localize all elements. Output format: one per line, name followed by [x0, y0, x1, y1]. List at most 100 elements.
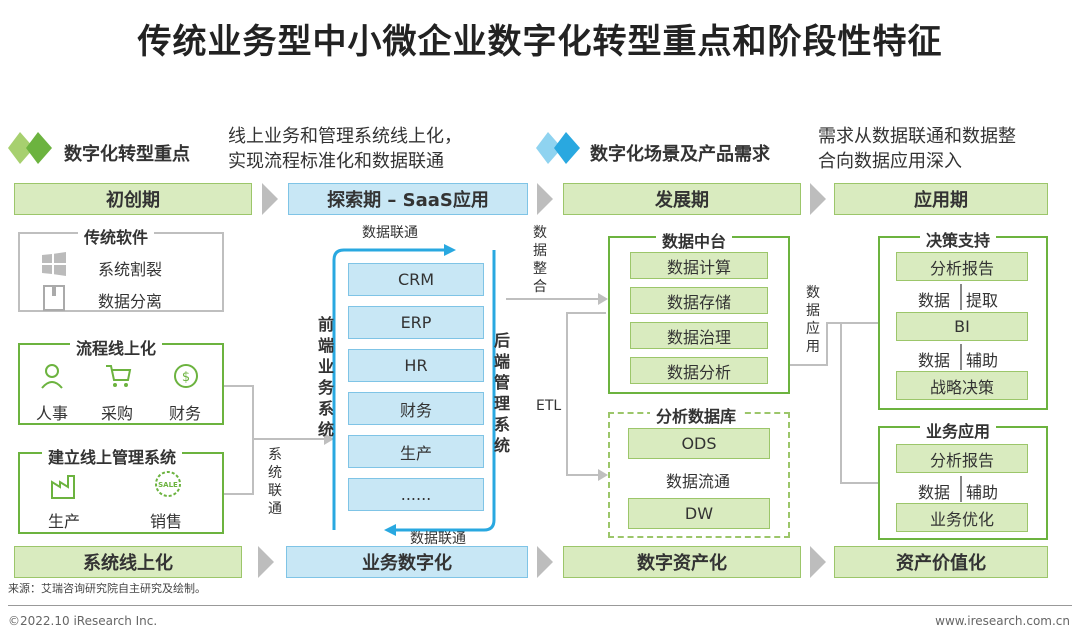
- bottom-stage: 数字资产化: [563, 546, 801, 578]
- page-title: 传统业务型中小微企业数字化转型重点和阶段性特征: [137, 22, 943, 62]
- connector-line: [826, 322, 828, 366]
- mgmt-item: 生产: [48, 512, 81, 531]
- data-link-label: 数据联通: [410, 531, 466, 547]
- system-item-finance: 财务: [348, 392, 484, 425]
- arrowhead-icon: [598, 293, 608, 305]
- bottom-stage: 资产价值化: [834, 546, 1048, 578]
- decision-step: 辅助: [966, 351, 999, 370]
- business-step: 辅助: [966, 483, 999, 502]
- platform-item: 数据分析: [630, 357, 768, 384]
- connector-line: [252, 385, 254, 495]
- decision-item: 分析报告: [896, 252, 1028, 281]
- connector-line: [840, 322, 878, 324]
- connector-line: [506, 298, 600, 300]
- system-link-label: 系 统 联 通: [268, 447, 282, 517]
- down-arrow-icon: [960, 284, 962, 310]
- bottom-stage: 系统线上化: [14, 546, 242, 578]
- decision-title: 决策支持: [920, 227, 997, 251]
- factory-icon: [51, 475, 75, 499]
- business-item: 业务优化: [896, 503, 1028, 532]
- footer-copyright: ©2022.10 iResearch Inc.: [8, 614, 158, 628]
- focus-header: 数字化转型重点: [64, 144, 190, 165]
- business-title: 业务应用: [920, 418, 997, 442]
- system-item-erp: ERP: [348, 306, 484, 339]
- decision-step: 数据: [918, 291, 951, 310]
- down-arrow-icon: [960, 476, 962, 502]
- decision-step: 提取: [966, 291, 999, 310]
- data-apply-label: 数 据 应 用: [806, 285, 820, 355]
- warehouse-item-ods: ODS: [628, 428, 770, 459]
- system-item-production: 生产: [348, 435, 484, 468]
- etl-label: ETL: [536, 398, 562, 414]
- data-integrate-label: 数 据 整 合: [533, 225, 547, 295]
- platform-item: 数据治理: [630, 322, 768, 349]
- arrow-right-icon: [537, 183, 553, 215]
- scenario-note: 需求从数据联通和数据整 合向数据应用深入: [818, 126, 1016, 172]
- mgmt-item: 销售: [150, 512, 183, 531]
- svg-text:$: $: [182, 370, 190, 385]
- connector-line: [566, 312, 568, 476]
- connector-line: [224, 385, 254, 387]
- process-item: 人事: [36, 404, 69, 423]
- arrow-right-icon: [258, 546, 274, 578]
- process-item: 财务: [169, 404, 202, 423]
- cart-icon: [106, 365, 132, 387]
- source-note: 来源：艾瑞咨询研究院自主研究及绘制。: [8, 582, 206, 595]
- process-title: 流程线上化: [70, 335, 163, 359]
- stage-apply: 应用期: [834, 183, 1048, 215]
- dollar-icon: $: [174, 364, 198, 388]
- back-system-label: 后 端 管 理 系 统: [494, 331, 511, 455]
- process-item: 采购: [101, 404, 134, 423]
- system-item-more: ......: [348, 478, 484, 511]
- cycle-arrows: [332, 244, 496, 536]
- connector-line: [840, 322, 842, 484]
- traditional-item: 系统割裂: [98, 260, 163, 279]
- connector-line: [254, 438, 326, 440]
- platform-item: 数据存储: [630, 287, 768, 314]
- stage-startup: 初创期: [14, 183, 252, 215]
- arrow-right-icon: [262, 183, 278, 215]
- svg-text:SALE: SALE: [158, 481, 178, 489]
- scenario-header: 数字化场景及产品需求: [590, 144, 770, 165]
- traditional-title: 传统软件: [78, 224, 155, 248]
- connector-line: [790, 364, 826, 366]
- connector-line: [840, 482, 878, 484]
- decision-item: 战略决策: [896, 371, 1028, 400]
- front-system-label: 前 端 业 务 系 统: [318, 315, 335, 439]
- diamond-green-icon: [8, 132, 52, 164]
- data-link-label: 数据联通: [362, 225, 418, 241]
- decision-step: 数据: [918, 351, 951, 370]
- sale-badge-icon: SALE: [155, 471, 181, 497]
- stage-explore: 探索期 – SaaS应用: [288, 183, 528, 215]
- down-arrow-icon: [960, 344, 962, 370]
- diamond-blue-icon: [536, 132, 580, 164]
- system-item-crm: CRM: [348, 263, 484, 296]
- focus-note: 线上业务和管理系统线上化， 实现流程标准化和数据联通: [228, 126, 462, 172]
- warehouse-title: 分析数据库: [650, 403, 743, 427]
- connector-line: [566, 312, 606, 314]
- traditional-item: 数据分离: [98, 292, 163, 311]
- person-icon: [41, 364, 63, 389]
- arrow-right-icon: [810, 183, 826, 215]
- connector-line: [224, 493, 254, 495]
- connector-line: [826, 322, 842, 324]
- arrowhead-icon: [598, 469, 608, 481]
- data-platform-title: 数据中台: [656, 228, 733, 252]
- bottom-stage: 业务数字化: [286, 546, 528, 578]
- system-item-hr: HR: [348, 349, 484, 382]
- stage-develop: 发展期: [563, 183, 801, 215]
- arrow-right-icon: [810, 546, 826, 578]
- document-icon: [43, 285, 65, 311]
- windows-icon: [42, 252, 66, 276]
- business-step: 数据: [918, 483, 951, 502]
- arrow-right-icon: [537, 546, 553, 578]
- connector-line: [566, 474, 600, 476]
- mgmt-title: 建立线上管理系统: [42, 444, 183, 468]
- warehouse-item-flow: 数据流通: [666, 472, 731, 491]
- decision-item: BI: [896, 312, 1028, 341]
- business-item: 分析报告: [896, 444, 1028, 473]
- warehouse-item-dw: DW: [628, 498, 770, 529]
- footer-website: www.iresearch.com.cn: [935, 614, 1070, 628]
- footer-divider: [8, 605, 1072, 606]
- arrowhead-icon: [324, 433, 334, 445]
